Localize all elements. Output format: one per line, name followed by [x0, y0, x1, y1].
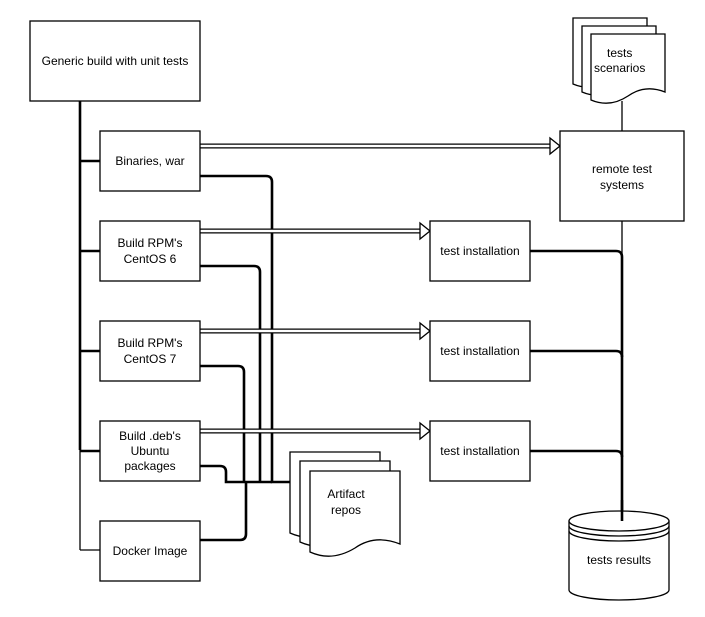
rpm7-label-line1: Build RPM's [118, 336, 183, 350]
rpm6-to-artifact-connector [200, 264, 262, 482]
test-installation-label-3: test installation [440, 444, 519, 458]
binaries-node: Binaries, war [99, 130, 201, 192]
test-installation-node-1: test installation [429, 220, 531, 282]
results-cylinder-body [568, 521, 670, 601]
install3-to-results-connector [530, 449, 624, 458]
rpm7-to-artifact-connector [200, 364, 246, 482]
results-label: tests results [587, 553, 651, 567]
test-installation-node-2: test installation [429, 320, 531, 382]
test-installation-label-2: test installation [440, 344, 519, 358]
rpm6-node: Build RPM's CentOS 6 [99, 220, 201, 282]
generic-build-node: Generic build with unit tests [29, 20, 201, 102]
rpm6-label-line2: CentOS 6 [124, 252, 177, 266]
docker-label: Docker Image [113, 544, 188, 558]
artifact-label-line2: repos [331, 503, 361, 517]
binaries-to-remote-arrow [200, 136, 562, 156]
scenarios-label-line1: tests [607, 46, 632, 60]
binaries-label: Binaries, war [115, 154, 184, 168]
remote-test-systems-node: remote test systems [559, 130, 685, 222]
deb-to-artifact-connector [200, 464, 272, 484]
deb-to-install-arrow [200, 421, 432, 441]
binaries-to-artifact-connector [200, 174, 290, 484]
rpm6-label-line1: Build RPM's [118, 236, 183, 250]
rpm7-label-line2: CentOS 7 [124, 352, 177, 366]
artifact-repos-node: Artifact repos [289, 451, 401, 557]
artifact-label-line1: Artifact [327, 487, 365, 501]
tests-scenarios-node: tests scenarios [572, 17, 666, 104]
rpm7-node: Build RPM's CentOS 7 [99, 320, 201, 382]
results-cylinder-band-1 [568, 525, 670, 537]
artifact-doc-front [309, 470, 401, 557]
deb-label-line1: Build .deb's [119, 429, 181, 443]
results-cylinder-band-2 [568, 530, 670, 542]
deb-label-line2: Ubuntu [131, 444, 170, 458]
remote-label-line1: remote test [592, 162, 653, 176]
remote-label-line2: systems [600, 178, 644, 192]
generic-build-label: Generic build with unit tests [42, 54, 189, 68]
docker-node: Docker Image [99, 520, 201, 582]
results-cylinder-top [568, 510, 670, 532]
tests-results-node: tests results [568, 500, 670, 601]
arrows [200, 136, 562, 441]
rpm6-to-install-arrow [200, 221, 432, 241]
connectors [78, 101, 624, 551]
test-installation-node-3: test installation [429, 420, 531, 482]
rpm7-to-install-arrow [200, 321, 432, 341]
install1-to-results-connector [530, 249, 624, 520]
scenarios-label-line2: scenarios [594, 61, 645, 75]
deb-node: Build .deb's Ubuntu packages [99, 420, 201, 482]
deb-label-line3: packages [124, 459, 175, 473]
install2-to-results-connector [530, 349, 624, 358]
docker-to-artifact-connector [200, 482, 248, 542]
test-installation-label-1: test installation [440, 244, 519, 258]
scenarios-doc-front [590, 33, 666, 104]
